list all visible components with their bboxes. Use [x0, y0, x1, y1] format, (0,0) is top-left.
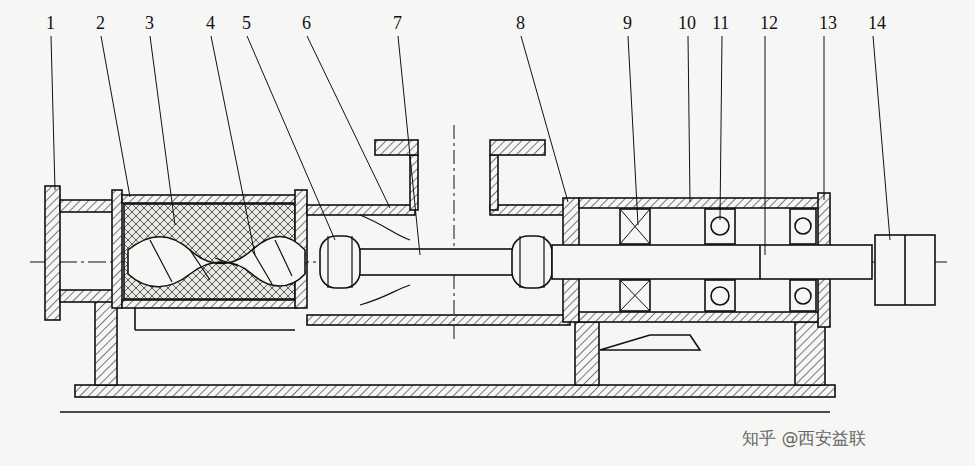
- suction-housing: [112, 190, 122, 308]
- leader-lines: [521, 36, 568, 202]
- screw-rotor: [128, 237, 305, 287]
- pump-body: [454, 125, 455, 340]
- callout-number: 10: [678, 14, 696, 32]
- stator: [122, 300, 297, 308]
- suction-housing: [45, 186, 122, 320]
- pump-body: [490, 140, 545, 155]
- bearing-housing: [579, 198, 820, 208]
- bearings: [711, 287, 729, 305]
- stator: [122, 195, 297, 203]
- suction-housing: [60, 200, 115, 212]
- suction-housing: [45, 186, 60, 320]
- bearings: [705, 280, 735, 311]
- bearings: [790, 280, 816, 311]
- leader-lines: [628, 36, 638, 225]
- screw-rotor: [150, 240, 292, 284]
- base-frame: [95, 300, 117, 385]
- pump-body: [307, 125, 570, 340]
- leader-lines: [51, 36, 55, 190]
- suction-housing: [60, 290, 115, 302]
- bearing-housing: [579, 312, 820, 322]
- drive-shaft: [552, 245, 872, 279]
- drive-shaft: [759, 245, 761, 279]
- coupling: [904, 235, 906, 305]
- connecting-rod: [328, 236, 544, 288]
- stator: [122, 190, 307, 330]
- drive-shaft: [552, 245, 872, 279]
- watermark: 知乎 @西安益联: [742, 430, 866, 447]
- connecting-rod: [345, 249, 535, 275]
- callout-number: 2: [96, 14, 105, 32]
- callout-number: 11: [712, 14, 729, 32]
- leader-lines: [398, 36, 420, 255]
- base-frame: [60, 300, 835, 412]
- coupling: [875, 235, 935, 305]
- leader-lines: [211, 36, 255, 255]
- pump-body: [490, 205, 570, 215]
- screw-rotor: [128, 237, 305, 287]
- bearings: [790, 209, 816, 244]
- leader-lines: [150, 36, 175, 225]
- leader-lines: [307, 36, 390, 208]
- base-frame: [575, 322, 599, 385]
- callout-number: 8: [516, 14, 525, 32]
- callout-number: 9: [623, 14, 632, 32]
- callout-number: 1: [46, 14, 55, 32]
- connecting-rod: [320, 236, 360, 288]
- coupling: [875, 235, 935, 305]
- leader-lines: [51, 36, 890, 255]
- bearings: [620, 209, 816, 311]
- stator: [135, 329, 295, 331]
- leader-lines: [101, 36, 130, 197]
- callout-number: 12: [760, 14, 778, 32]
- callout-number: 3: [145, 14, 154, 32]
- callout-number: 13: [819, 14, 837, 32]
- base-frame: [600, 335, 700, 350]
- callout-number: 5: [242, 14, 251, 32]
- leader-lines: [873, 36, 890, 240]
- callout-number: 14: [868, 14, 886, 32]
- stator: [134, 308, 136, 330]
- connecting-rod: [320, 236, 552, 288]
- callout-number: 6: [302, 14, 311, 32]
- callout-number: 7: [393, 14, 402, 32]
- connecting-rod: [512, 236, 552, 288]
- callout-number: 4: [206, 14, 215, 32]
- leader-lines: [688, 36, 690, 202]
- base-frame: [60, 411, 830, 413]
- pump-drawing: [30, 36, 950, 412]
- leader-lines: [824, 36, 825, 200]
- pump-body: [307, 315, 570, 325]
- base-frame: [795, 322, 825, 385]
- leader-lines: [765, 36, 766, 255]
- bearings: [620, 209, 650, 311]
- leader-lines: [720, 36, 722, 220]
- base-frame: [75, 385, 835, 397]
- bearings: [795, 288, 811, 304]
- pump-body: [490, 155, 498, 210]
- pump-body: [375, 140, 418, 155]
- bearings: [795, 218, 811, 234]
